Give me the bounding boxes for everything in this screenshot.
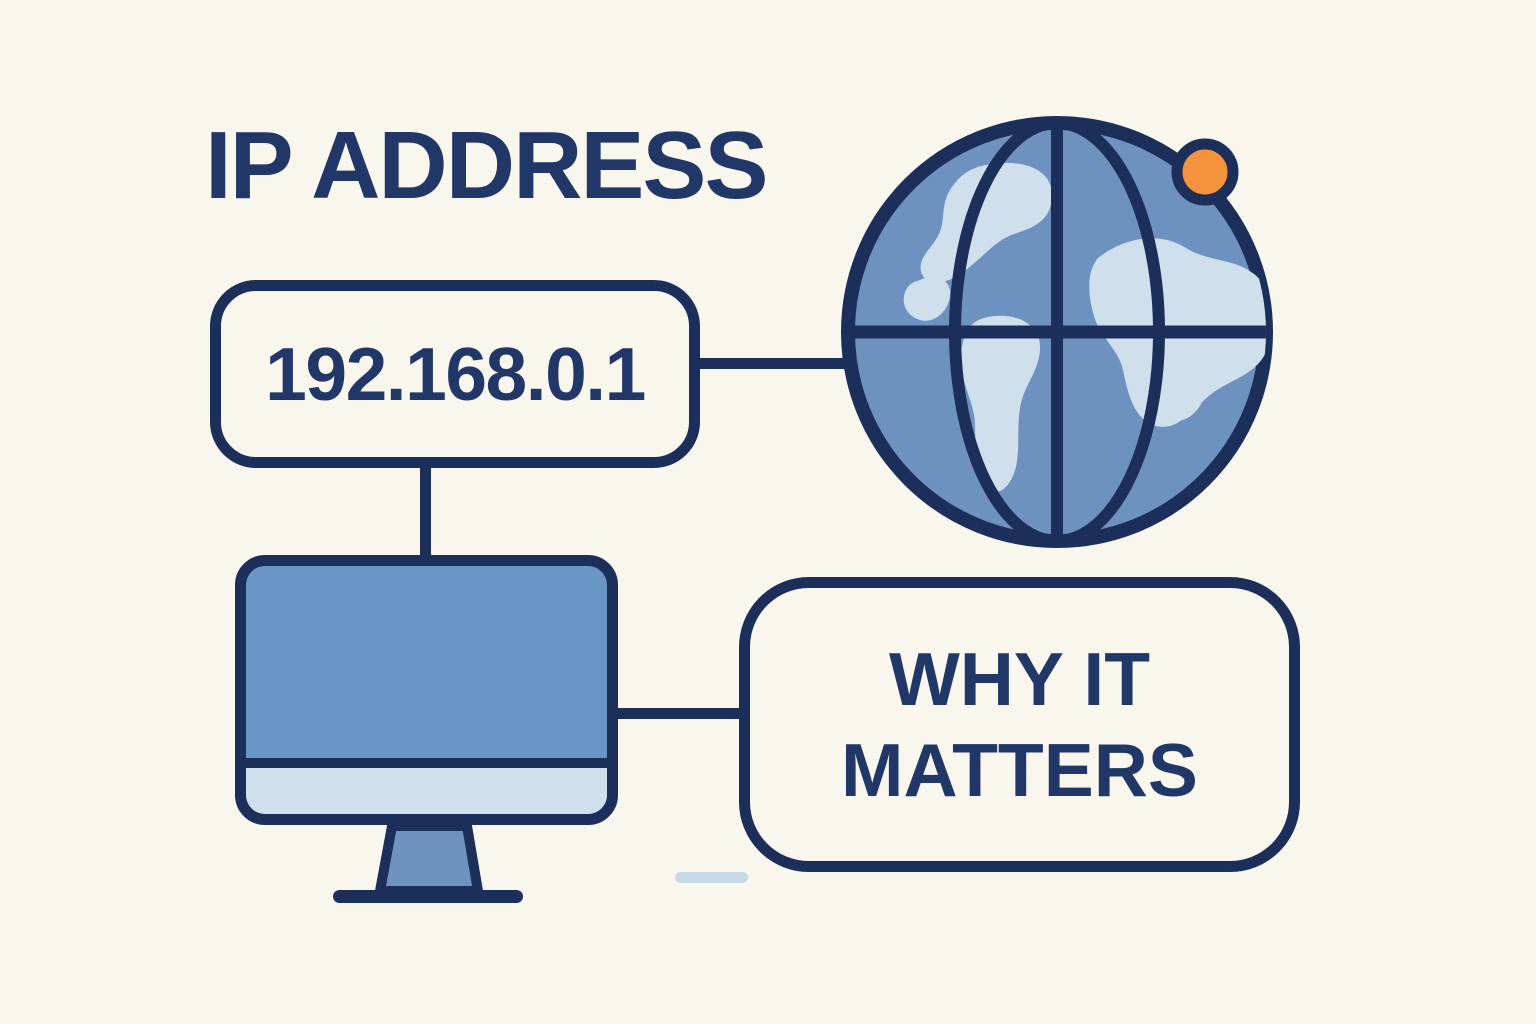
globe-icon: [841, 116, 1273, 548]
globe-grid-lines: [848, 123, 1266, 541]
monitor-icon: [235, 555, 618, 825]
why-matters-line2: MATTERS: [841, 727, 1198, 812]
why-matters-box: WHY IT MATTERS: [739, 577, 1300, 872]
continent-shapes: [903, 162, 1266, 493]
monitor-chin: [246, 758, 607, 814]
ip-address-box: 192.168.0.1: [210, 280, 700, 468]
page-title: IP ADDRESS: [205, 112, 768, 219]
connector-ip-to-globe: [691, 358, 847, 369]
orange-marker-dot: [1171, 138, 1239, 206]
ip-address-label: 192.168.0.1: [265, 332, 646, 416]
monitor-stand-icon: [333, 821, 523, 903]
accent-dash: [675, 872, 748, 883]
why-matters-line1: WHY IT: [888, 636, 1151, 721]
connector-monitor-to-why: [610, 708, 746, 719]
connector-ip-to-monitor: [420, 460, 431, 562]
